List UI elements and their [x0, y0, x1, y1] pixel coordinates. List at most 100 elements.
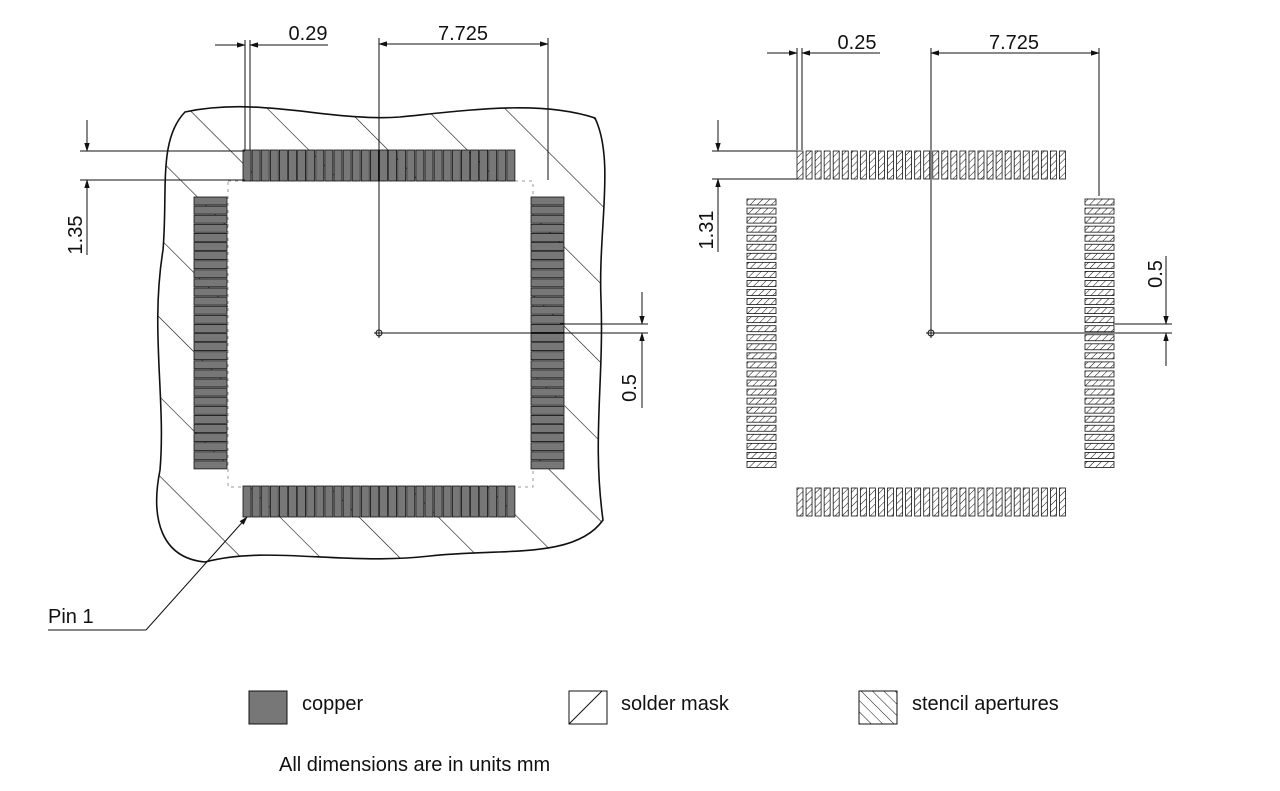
copper-pad	[193, 442, 228, 452]
copper-pad	[530, 305, 565, 315]
stencil-aperture	[746, 298, 777, 305]
package-body-outline	[227, 180, 534, 488]
stencil-aperture	[1084, 207, 1115, 215]
copper-pad	[424, 149, 434, 182]
stencil-aperture	[1084, 334, 1115, 342]
stencil-aperture	[1013, 487, 1021, 517]
copper-pad	[193, 260, 228, 270]
stencil-aperture	[746, 325, 777, 333]
stencil-aperture	[1084, 243, 1115, 251]
copper-pad	[324, 485, 334, 518]
copper-pad	[530, 287, 565, 297]
copper-pad	[297, 149, 307, 182]
copper-pad	[451, 485, 461, 518]
copper-pad	[193, 214, 228, 224]
copper-pad	[530, 378, 565, 388]
legend: copper solder mask stencil apertures	[248, 690, 1059, 725]
stencil-aperture	[746, 280, 777, 287]
stencil-aperture	[950, 150, 958, 180]
stencil-aperture	[1084, 379, 1115, 387]
stencil-aperture	[950, 487, 958, 517]
stencil-aperture	[1013, 150, 1021, 180]
copper-pad	[242, 149, 252, 182]
stencil-aperture	[746, 334, 777, 342]
stencil-aperture	[995, 150, 1003, 180]
stencil-aperture	[850, 150, 858, 180]
copper-pad	[278, 149, 288, 182]
dimension-lines-right	[712, 48, 1172, 366]
stencil-aperture	[1059, 487, 1066, 517]
pin1-label: Pin 1	[48, 606, 94, 628]
stencil-aperture	[1084, 388, 1115, 396]
stencil-aperture	[1084, 298, 1115, 305]
copper-pad	[530, 269, 565, 279]
stencil-aperture	[746, 406, 777, 414]
stencil-aperture	[832, 487, 840, 517]
stencil-aperture	[746, 451, 777, 459]
stencil-aperture	[1084, 352, 1115, 360]
legend-stencil: stencil apertures	[912, 693, 1059, 715]
copper-pad	[530, 460, 565, 470]
copper-pad	[433, 149, 443, 182]
stencil-aperture	[814, 150, 822, 180]
copper-pad	[288, 149, 297, 182]
copper-pad	[193, 396, 228, 406]
copper-pad	[193, 433, 228, 443]
copper-pad	[442, 485, 452, 518]
copper-swatch	[248, 690, 288, 725]
copper-pad	[324, 149, 334, 182]
copper-pad	[193, 305, 228, 315]
stencil-aperture	[1050, 487, 1057, 517]
copper-pad	[278, 485, 288, 518]
units-footnote: All dimensions are in units mm	[279, 754, 550, 776]
stencil-aperture	[746, 433, 777, 441]
copper-pad	[530, 278, 565, 288]
copper-pad	[193, 242, 228, 251]
copper-pad	[306, 149, 316, 182]
stencil-aperture	[1084, 280, 1115, 287]
stencil-aperture	[814, 487, 822, 517]
solder-mask-swatch-hatch	[568, 690, 603, 725]
stencil-aperture	[746, 252, 777, 260]
copper-pad	[460, 149, 470, 182]
copper-pad	[379, 485, 388, 518]
copper-pad	[297, 485, 307, 518]
copper-pad	[415, 485, 425, 518]
stencil-aperture	[796, 487, 804, 517]
copper-pad	[193, 232, 228, 242]
copper-pad	[379, 149, 388, 182]
copper-pad	[530, 214, 565, 224]
copper-pad	[451, 149, 461, 182]
stencil-aperture	[805, 150, 813, 180]
copper-pad	[193, 296, 228, 306]
stencil-aperture	[746, 289, 777, 296]
copper-pad	[193, 460, 228, 470]
stencil-aperture	[746, 261, 777, 269]
copper-pad	[397, 485, 407, 518]
copper-pad	[351, 485, 361, 518]
copper-pad	[470, 149, 479, 182]
stencil-aperture	[1040, 150, 1048, 180]
copper-pad	[530, 223, 565, 233]
copper-pads	[193, 149, 565, 518]
stencil-aperture	[746, 243, 777, 251]
stencil-aperture	[1059, 150, 1066, 180]
stencil-aperture	[746, 352, 777, 360]
stencil-aperture	[796, 150, 804, 180]
copper-pad	[193, 387, 228, 397]
stencil-aperture	[746, 461, 777, 468]
copper-pad	[193, 342, 228, 352]
stencil-aperture	[1084, 216, 1115, 224]
stencil-aperture	[1084, 433, 1115, 441]
copper-pad	[269, 485, 279, 518]
stencil-aperture	[1022, 487, 1030, 517]
stencil-aperture	[746, 379, 777, 387]
left-footprint-view: 0.29 7.725 1.35 0.5 Pin 1	[48, 23, 648, 631]
stencil-aperture	[1084, 261, 1115, 269]
stencil-aperture	[1031, 150, 1039, 180]
copper-pad	[306, 485, 316, 518]
stencil-aperture	[746, 307, 777, 315]
copper-pad	[193, 287, 228, 297]
copper-pad	[251, 485, 261, 518]
